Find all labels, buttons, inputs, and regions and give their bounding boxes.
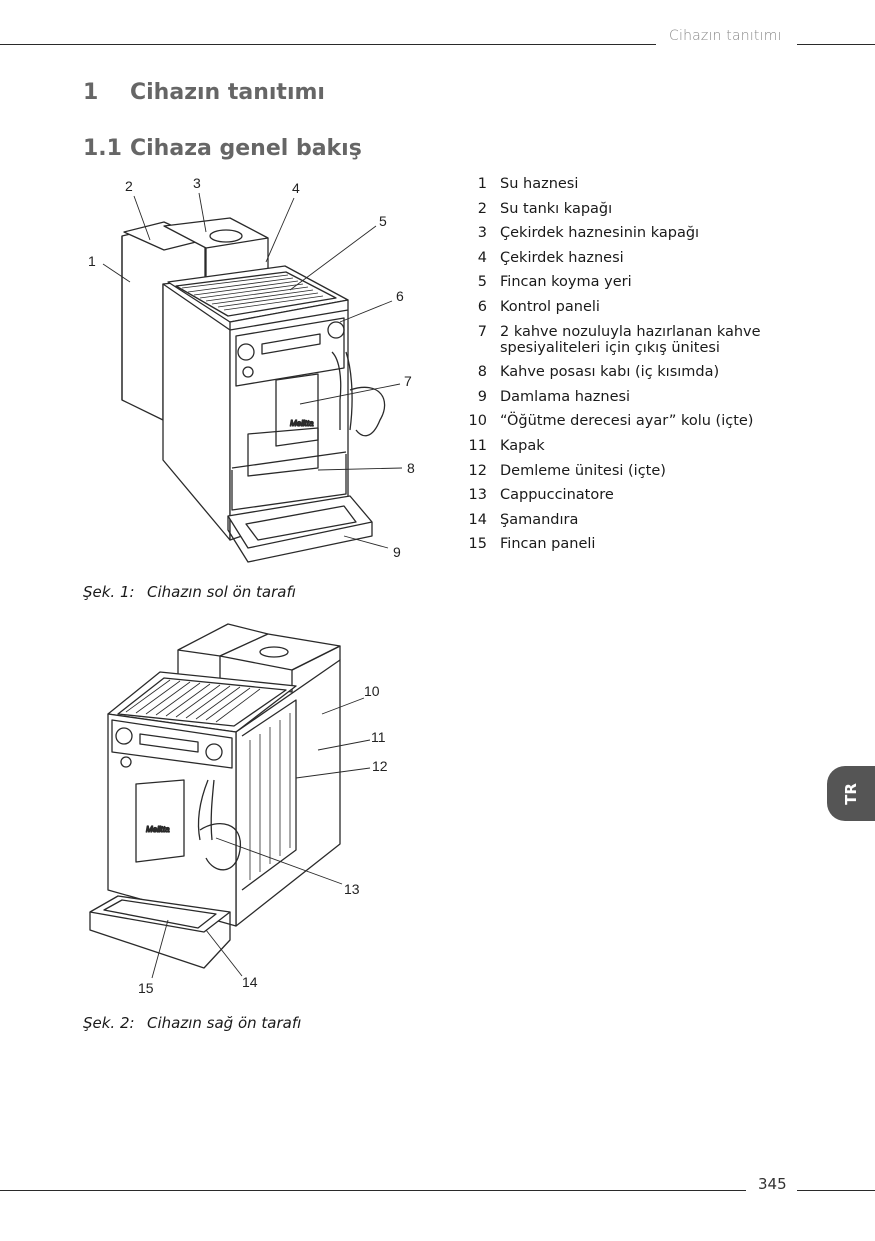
figure-1-caption-text: Cihazın sol ön tarafı xyxy=(147,583,296,601)
fig1-callout-8: 8 xyxy=(407,460,415,476)
legend-item: 10“Öğütme derecesi ayar” kolu (içte) xyxy=(468,413,754,430)
subsection-title: Cihaza genel bakış xyxy=(130,136,362,161)
fig2-callout-14: 14 xyxy=(242,974,258,990)
figure-1-label: Şek. 1: xyxy=(83,583,135,601)
footer-rule-left xyxy=(0,1190,746,1191)
section-title: Cihazın tanıtımı xyxy=(130,80,325,105)
figure-2-caption-text: Cihazın sağ ön tarafı xyxy=(147,1014,302,1032)
figure-2-caption: Şek. 2: Cihazın sağ ön tarafı xyxy=(83,1014,301,1032)
svg-text:Melitta: Melitta xyxy=(290,419,314,428)
fig2-callout-10: 10 xyxy=(364,683,380,699)
section-number: 1 xyxy=(83,80,99,105)
fig2-callout-11: 11 xyxy=(371,729,386,745)
subsection-heading: 1.1 Cihaza genel bakış xyxy=(83,136,362,161)
fig1-callout-2: 2 xyxy=(125,178,133,194)
fig1-callout-7: 7 xyxy=(404,373,412,389)
running-header: Cihazın tanıtımı xyxy=(669,28,782,44)
header-rule-right xyxy=(797,44,875,45)
subsection-number: 1.1 xyxy=(83,136,122,161)
fig2-callout-13: 13 xyxy=(344,881,360,897)
fig1-callout-3: 3 xyxy=(193,175,201,191)
fig1-callout-1: 1 xyxy=(88,253,96,269)
footer-rule-right xyxy=(797,1190,875,1191)
figure-2-label: Şek. 2: xyxy=(83,1014,135,1032)
fig2-callout-12: 12 xyxy=(372,758,388,774)
fig2-callout-15: 15 xyxy=(138,980,154,996)
language-tab: TR xyxy=(827,766,875,821)
fig1-callout-4: 4 xyxy=(292,180,300,196)
fig1-callout-9: 9 xyxy=(393,544,401,560)
language-tab-label: TR xyxy=(842,782,860,805)
fig1-callout-5: 5 xyxy=(379,213,387,229)
figure-1-caption: Şek. 1: Cihazın sol ön tarafı xyxy=(83,583,296,601)
svg-text:Melitta: Melitta xyxy=(146,825,170,834)
section-heading: 1 Cihazın tanıtımı xyxy=(83,80,325,105)
page-number: 345 xyxy=(758,1175,787,1193)
header-rule-left xyxy=(0,44,656,45)
fig1-callout-6: 6 xyxy=(396,288,404,304)
